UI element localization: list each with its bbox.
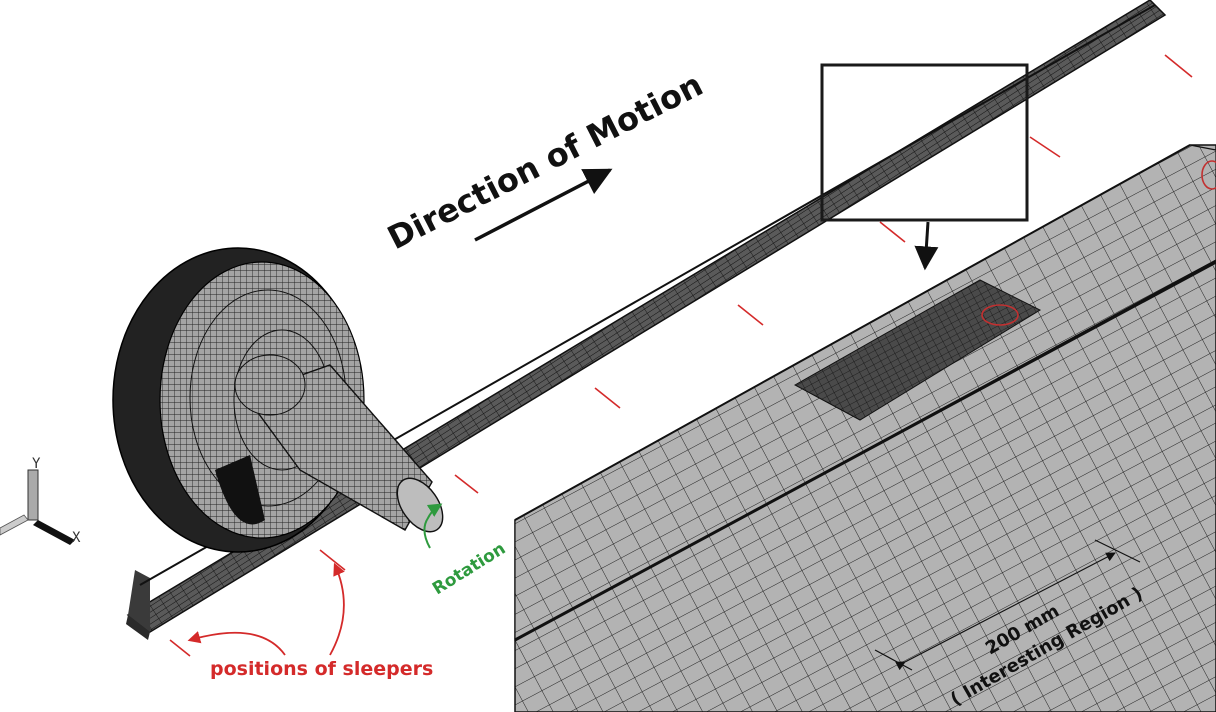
direction-label: Direction of Motion bbox=[381, 65, 708, 257]
dimension-marker bbox=[874, 539, 1141, 671]
sleeper-mark bbox=[737, 304, 764, 326]
sleeper-mark bbox=[1029, 136, 1061, 158]
sleeper-mark bbox=[169, 639, 191, 657]
axis-x-label: X bbox=[72, 530, 81, 546]
sleeper-arrow-left bbox=[187, 631, 286, 656]
sleeper-mark bbox=[454, 474, 479, 494]
axis-y-label: Y bbox=[32, 456, 41, 472]
zoomed-rail-detail bbox=[514, 144, 1216, 712]
sleeper-mark bbox=[594, 387, 621, 409]
sleepers-label: positions of sleepers bbox=[210, 658, 433, 680]
sleeper-arrow-right bbox=[329, 562, 345, 656]
direction-arrow bbox=[474, 168, 613, 242]
coordinate-triad: Y X bbox=[0, 456, 81, 546]
axle bbox=[234, 354, 444, 533]
sleeper-marks bbox=[169, 54, 1193, 657]
zoom-frame bbox=[820, 63, 1029, 222]
sleeper-mark bbox=[1164, 54, 1193, 78]
zoom-arrow bbox=[914, 221, 939, 271]
sleeper-mark bbox=[879, 221, 906, 243]
rotation-arrow bbox=[423, 503, 443, 549]
rotation-label: Rotation bbox=[429, 539, 509, 599]
sleeper-mark bbox=[319, 549, 346, 571]
